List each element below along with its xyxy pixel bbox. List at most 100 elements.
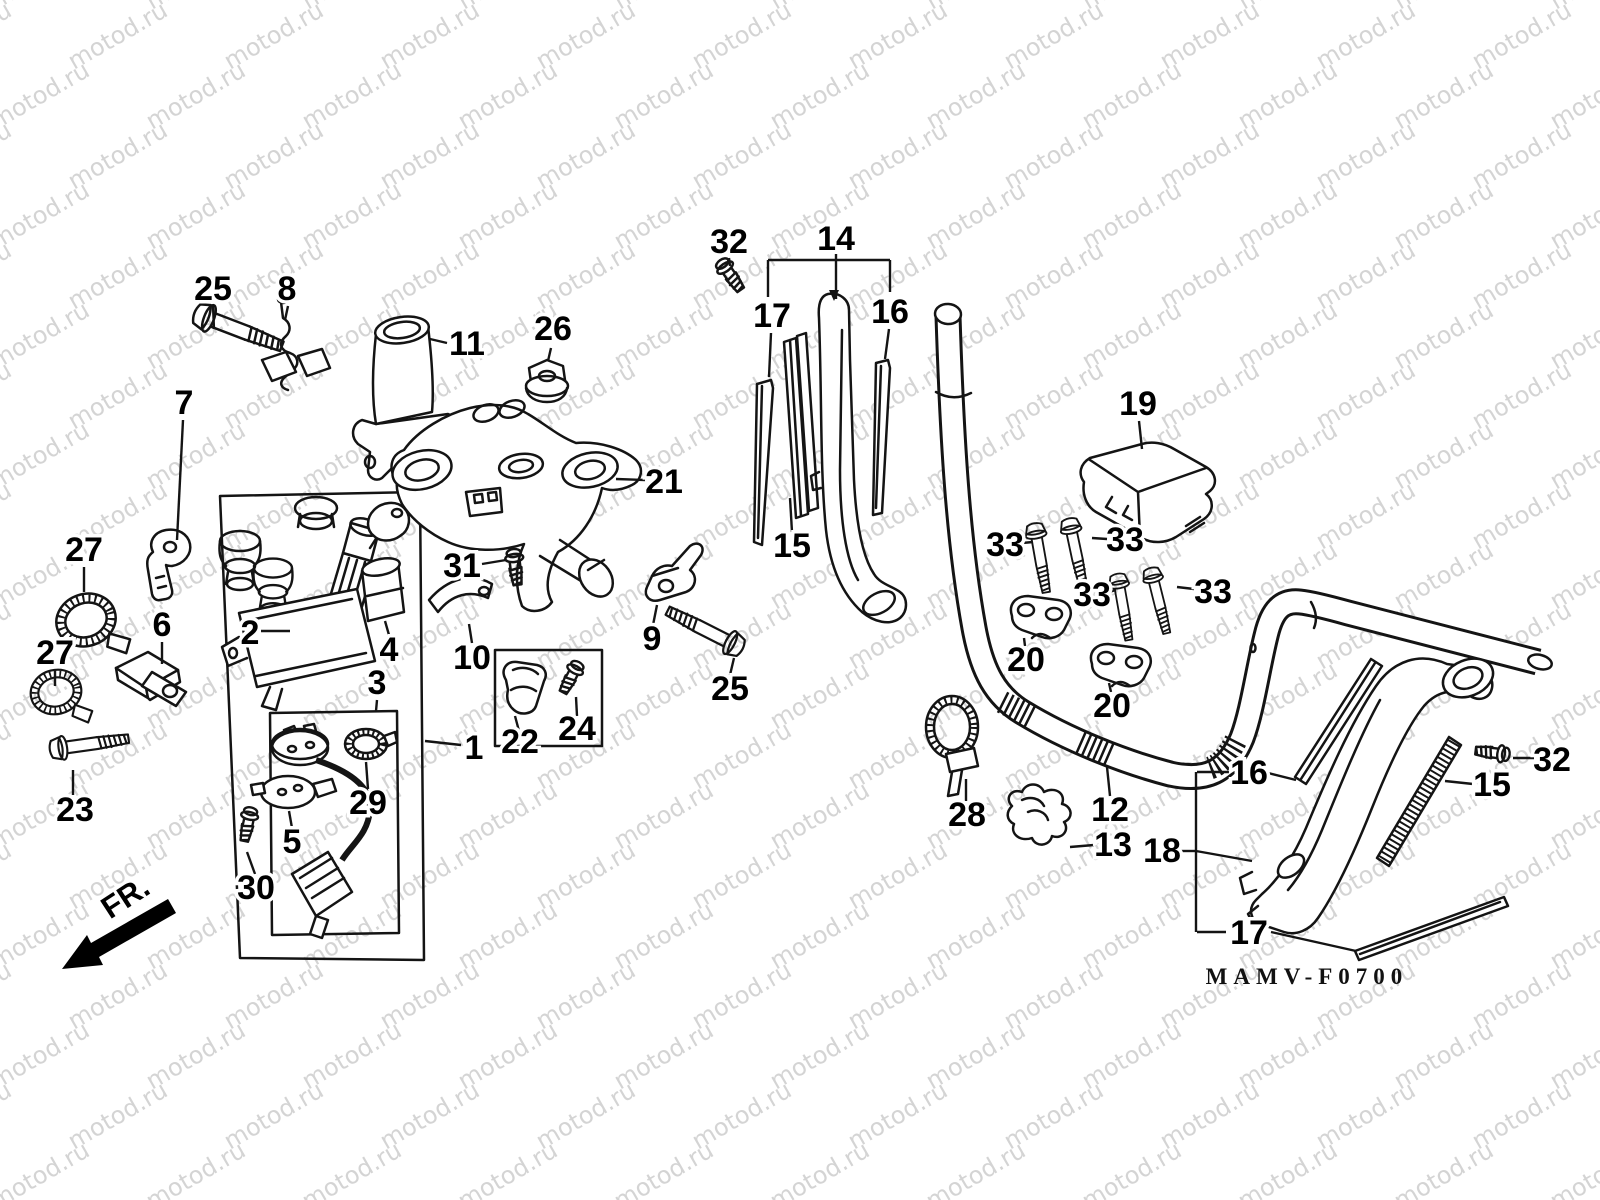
watermark-text: motod.ru <box>141 1136 250 1200</box>
damper-17-top-icon <box>752 378 775 547</box>
ignition-caps-icon <box>218 495 339 616</box>
connector-icon <box>290 850 354 940</box>
leader-line-26 <box>546 347 553 362</box>
callout-3: 3 <box>368 664 387 702</box>
watermark-text: motod.ru <box>0 836 16 915</box>
top-bridge-21-icon <box>390 399 643 613</box>
guide-22-icon <box>502 660 547 715</box>
assembly-box-22-24 <box>493 648 604 748</box>
leader-line-24 <box>574 696 579 717</box>
watermark-text: motod.ru <box>0 1136 94 1200</box>
callout-33: 33 <box>1073 576 1111 614</box>
callout-15: 15 <box>773 527 811 565</box>
watermark-text: motod.ru <box>0 356 16 435</box>
callout-12: 12 <box>1091 791 1129 829</box>
callout-16: 16 <box>871 293 909 331</box>
watermark-text: motod.ru <box>999 1196 1108 1200</box>
leader-line-33 <box>1091 536 1108 541</box>
leader-line-4 <box>383 620 391 636</box>
watermark-text: motod.ru <box>609 1136 718 1200</box>
leader-line-1 <box>424 739 462 747</box>
leader-line-29 <box>364 761 370 790</box>
watermark-text: motod.ru <box>0 296 94 375</box>
screw-30-icon <box>234 804 261 844</box>
callout-1: 1 <box>465 729 484 767</box>
callout-5: 5 <box>283 823 302 861</box>
holder-20-b-icon <box>1089 642 1153 688</box>
callout-9: 9 <box>643 620 662 658</box>
callout-24: 24 <box>558 710 596 748</box>
cover-14-icon <box>809 290 908 624</box>
watermark-text: motod.ru <box>0 956 16 1035</box>
watermark-text: motod.ru <box>843 1196 952 1200</box>
leader-line-33 <box>1108 588 1117 594</box>
callout-33: 33 <box>986 526 1024 564</box>
watermark-text: motod.ru <box>0 236 16 315</box>
callout-25: 25 <box>711 670 749 708</box>
callout-26: 26 <box>534 310 572 348</box>
watermark-text: motod.ru <box>1311 1196 1420 1200</box>
leader-line-10 <box>467 623 474 644</box>
watermark-text: motod.ru <box>0 416 94 495</box>
contact-base-lower-icon <box>249 774 338 810</box>
leader-line-20 <box>1022 637 1027 647</box>
leader-line-31 <box>481 558 507 566</box>
leader-line-7 <box>175 419 185 541</box>
callout-17: 17 <box>753 297 791 335</box>
callout-18: 18 <box>1143 832 1181 870</box>
watermark-text: motod.ru <box>1077 1136 1186 1200</box>
contact-base-upper-icon <box>270 722 330 767</box>
watermark-text: motod.ru <box>0 116 16 195</box>
leader-line-33 <box>1176 585 1195 591</box>
bracket-line-14 <box>766 258 892 299</box>
handlebar-12-icon <box>933 302 1553 791</box>
callout-29: 29 <box>349 784 387 822</box>
callout-4: 4 <box>380 631 399 669</box>
callout-28: 28 <box>948 796 986 834</box>
watermark-text: motod.ru <box>0 1076 16 1155</box>
callout-11: 11 <box>449 325 485 363</box>
watermark-text: motod.ru <box>0 716 16 795</box>
callout-13: 13 <box>1094 826 1132 864</box>
cover-19-icon <box>1079 441 1217 544</box>
callout-20: 20 <box>1093 687 1131 725</box>
assembly-box-1 <box>218 490 426 962</box>
callout-17: 17 <box>1230 914 1268 952</box>
leader-line-33 <box>1021 540 1034 545</box>
leader-line-12 <box>1105 766 1112 797</box>
leader-line-32 <box>727 257 732 267</box>
leader-line-22 <box>513 715 521 732</box>
callout-33: 33 <box>1194 573 1232 611</box>
watermark-text: motod.ru <box>0 0 16 75</box>
callout-8: 8 <box>278 270 297 308</box>
callout-6: 6 <box>153 606 172 644</box>
watermark-text: motod.ru <box>0 476 16 555</box>
callout-31: 31 <box>443 547 481 585</box>
callout-27: 27 <box>36 634 74 672</box>
callout-2: 2 <box>241 614 260 652</box>
watermark-text: motod.ru <box>297 1136 406 1200</box>
leader-line-30 <box>245 851 257 875</box>
callout-7: 7 <box>175 384 194 422</box>
watermark-text: motod.ru <box>0 176 94 255</box>
switch-6-icon <box>114 650 188 708</box>
watermark-text: motod.ru <box>219 1196 328 1200</box>
nut-26-icon <box>524 358 570 404</box>
ring-29-icon <box>343 727 399 761</box>
leader-line-16 <box>883 328 891 360</box>
leader-line-19 <box>1137 420 1144 450</box>
callout-21: 21 <box>645 463 683 501</box>
watermark-text: motod.ru <box>765 1136 874 1200</box>
leader-line-13 <box>1069 843 1095 849</box>
stay-8-icon <box>260 293 332 392</box>
watermark-text: motod.ru <box>0 596 16 675</box>
callout-32: 32 <box>1533 741 1571 779</box>
leader-line-20 <box>1107 682 1113 693</box>
watermark-text: motod.ru <box>1155 1196 1264 1200</box>
callout-23: 23 <box>56 791 94 829</box>
switch-wire <box>315 757 374 862</box>
stay-10-icon <box>427 576 494 614</box>
leader-line-21 <box>615 477 646 482</box>
leader-line-17 <box>767 332 773 378</box>
